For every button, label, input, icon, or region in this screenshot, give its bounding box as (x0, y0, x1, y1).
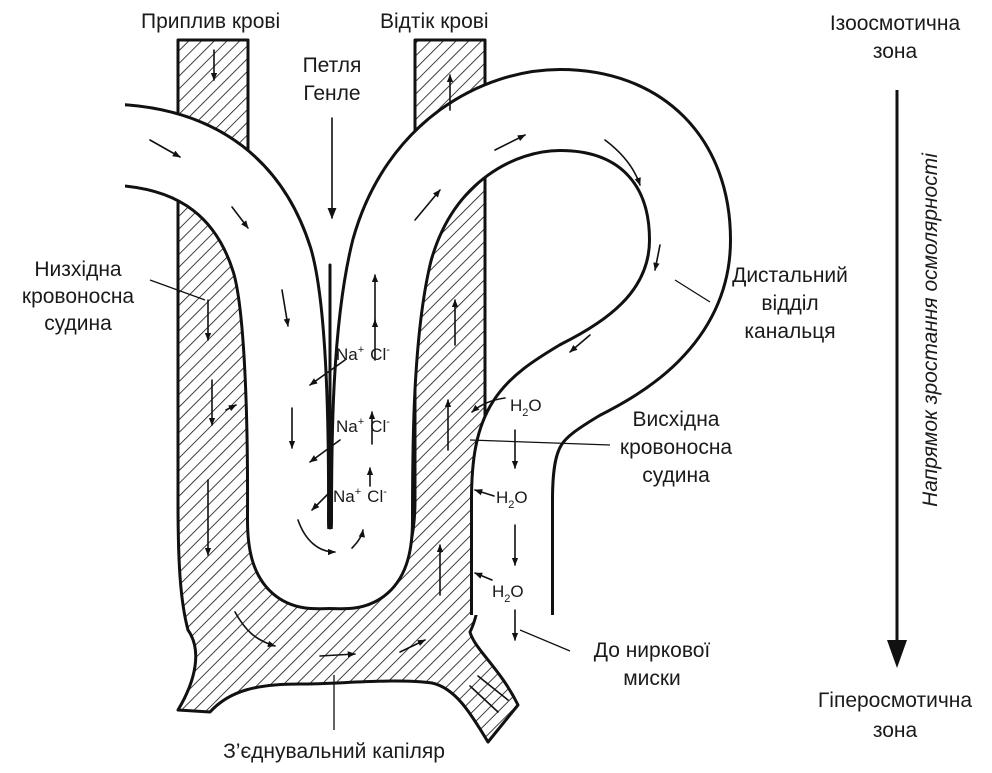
hyperosmotic-zone-label-line1: Гіперосмотична (818, 689, 972, 712)
distal-tubule-label-line3: канальця (744, 320, 835, 343)
blood-inflow-label: Приплив крові (141, 10, 280, 33)
isoosmotic-zone-label-line1: Ізоосмотична (830, 12, 961, 35)
pelvis-leader (520, 630, 570, 651)
isoosmotic-zone-label-line2: зона (873, 40, 918, 63)
ascending-vessel-label-line1: Висхідна (633, 408, 720, 431)
blood-outflow-label: Відтік крові (380, 10, 489, 33)
osmolality-arrowhead (887, 640, 907, 668)
hyperosmotic-zone-label-line2: зона (873, 719, 918, 742)
distal-tubule-label-line2: відділ (761, 292, 818, 315)
renal-pelvis-label-line2: миски (623, 667, 681, 690)
descending-vessel-label-line2: кровоносна (22, 285, 135, 308)
distal-tubule-label-line1: Дистальний (732, 264, 848, 287)
ascending-vessel-label-line2: кровоносна (620, 436, 733, 459)
henle-loop-label-line1: Петля (303, 54, 362, 77)
descending-vessel-label-line3: судина (44, 312, 112, 335)
osmolality-direction-label: Напрямок зростання осмолярності (919, 152, 942, 507)
henle-loop-label-line2: Генле (303, 82, 360, 105)
renal-pelvis-label-line1: До ниркової (594, 639, 711, 662)
connecting-capillary-label: З’єднувальний капіляр (223, 740, 445, 763)
ascending-vessel-label-line3: судина (642, 464, 710, 487)
descending-vessel-label-line1: Низхідна (34, 258, 122, 281)
